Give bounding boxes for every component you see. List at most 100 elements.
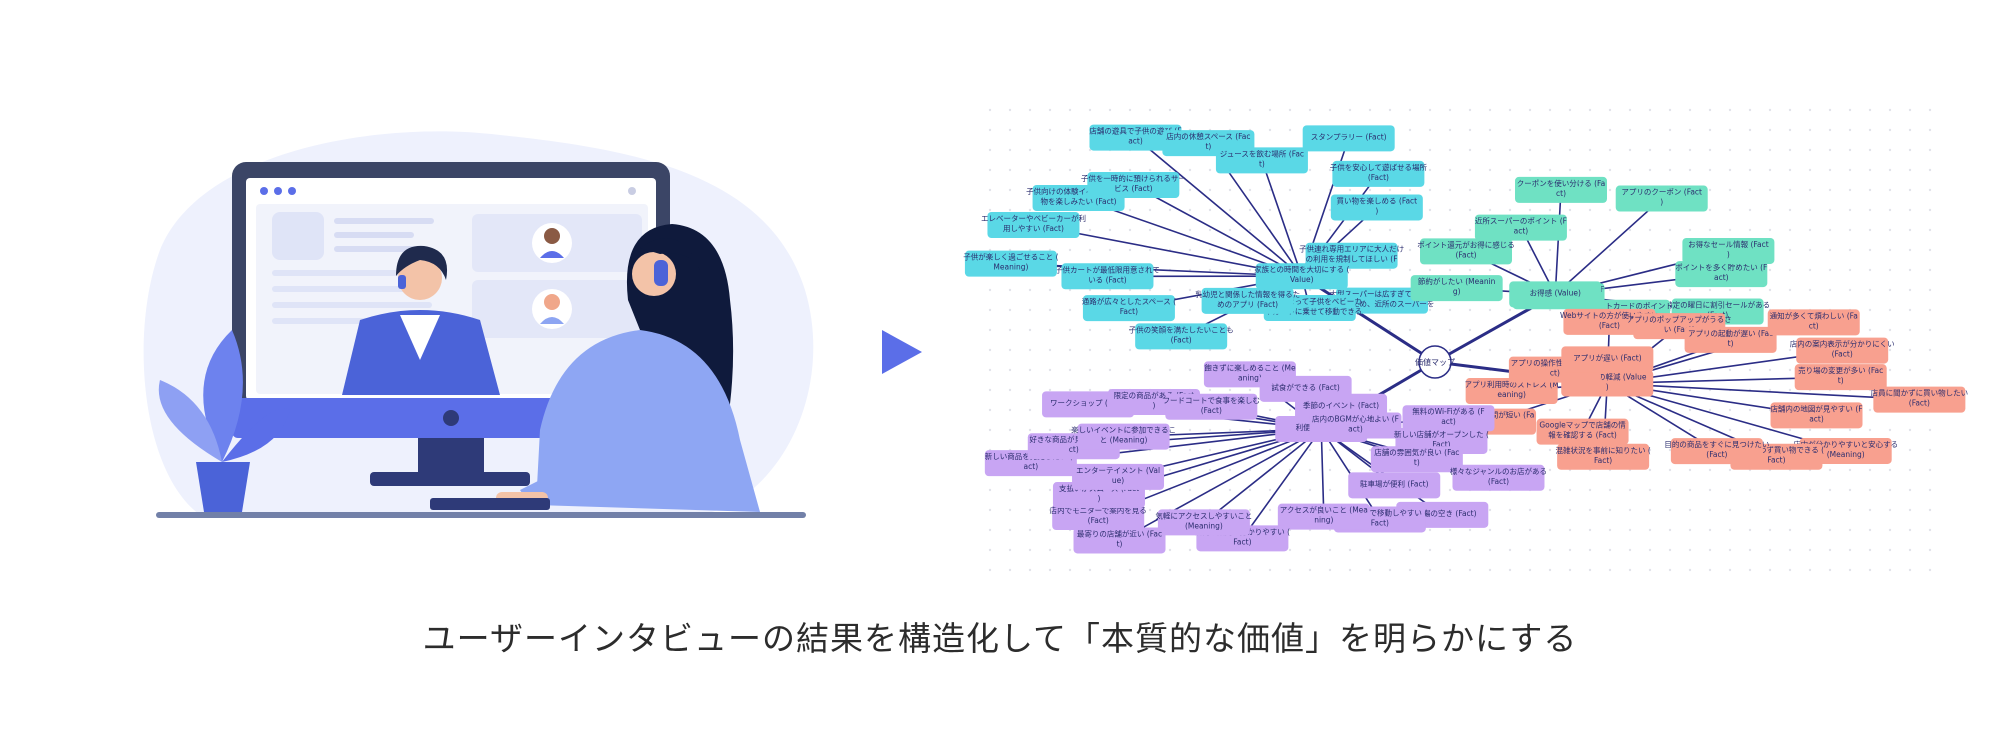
window-dot-icon bbox=[288, 187, 296, 195]
map-node[interactable]: ポイント還元がお得に感じる (Fact) bbox=[1417, 238, 1515, 264]
map-node[interactable]: 節約がしたい (Meaning) bbox=[1411, 275, 1503, 301]
map-node-label: 家族との時間を大切にする ( bbox=[1254, 264, 1349, 274]
map-node[interactable]: アクセスが良いこと (Meaning) bbox=[1278, 504, 1370, 530]
map-node[interactable]: ジュースを飲む場所 (Fact) bbox=[1216, 147, 1308, 173]
map-node[interactable]: 子供の笑顔を満たしたいことも (Fact) bbox=[1129, 323, 1234, 349]
map-node-label: 飽きずに楽しめること (Me bbox=[1204, 362, 1296, 372]
map-node-label: ct) bbox=[1550, 369, 1560, 378]
map-node-label: g) bbox=[1453, 287, 1461, 296]
map-node[interactable]: エンターテイメント (Value) bbox=[1072, 464, 1164, 490]
arrow-right-icon bbox=[882, 330, 922, 374]
map-node[interactable]: 混雑状況を事前に知りたい (Fact) bbox=[1555, 444, 1650, 470]
map-node[interactable]: 店内のBGMが心地よい (Fact) bbox=[1309, 413, 1401, 439]
map-node-label: 子供を一時的に預けられるサー bbox=[1081, 173, 1186, 183]
map-node-label: アプリの起動が遅い (Fac bbox=[1688, 328, 1773, 338]
map-node-label: 無料のWi-Fiがある (F bbox=[1412, 406, 1485, 416]
map-center-label: 価値マップ bbox=[1415, 357, 1455, 367]
map-node[interactable]: 通知が多くて煩わしい (Fact) bbox=[1768, 309, 1860, 335]
map-node-label: エンターテイメント (Val bbox=[1076, 466, 1160, 475]
map-node[interactable]: 家族との時間を大切にする (Value) bbox=[1254, 263, 1349, 289]
map-node[interactable]: 駐車場が便利 (Fact) bbox=[1348, 472, 1440, 498]
map-node[interactable]: 子供を安心して遊ばせる場所 (Fact) bbox=[1330, 161, 1428, 187]
map-node-label: クーポンを使い分ける (Fa bbox=[1517, 178, 1606, 188]
map-node-label: アクセスが良いこと (Mea bbox=[1280, 505, 1368, 515]
map-node-label: Fact) bbox=[1594, 456, 1612, 465]
map-node[interactable]: 店員に聞かずに買い物したい (Fact) bbox=[1871, 387, 1969, 413]
map-node-label: (Fact) bbox=[1455, 250, 1476, 259]
map-node-label: ) bbox=[1606, 382, 1609, 391]
map-node-label: 店舗内の地図が見やすい (F bbox=[1770, 403, 1862, 413]
map-node-label: t) bbox=[1117, 539, 1123, 548]
map-node-label: 店内の案内表示が分かりにくい bbox=[1790, 339, 1895, 349]
map-node[interactable]: 店内の案内表示が分かりにくい (Fact) bbox=[1790, 338, 1895, 364]
map-node-label: ) bbox=[1375, 206, 1378, 215]
map-node-label: 季節のイベント (Fact) bbox=[1303, 400, 1379, 410]
map-node-label: 売り場の変更が多い (Fac bbox=[1798, 365, 1883, 375]
map-node-label: ビス (Fact) bbox=[1114, 184, 1153, 193]
map-node-label: ) bbox=[1727, 250, 1730, 259]
map-node-label: aning) bbox=[1238, 373, 1262, 382]
map-node-label: ning) bbox=[1314, 516, 1333, 525]
map-node-label: ポイント還元がお得に感じる bbox=[1417, 239, 1515, 249]
map-node[interactable]: アプリのクーポン (Fact) bbox=[1616, 186, 1708, 212]
map-node[interactable]: 気軽にアクセスしやすいこと (Meaning) bbox=[1155, 509, 1252, 535]
map-node[interactable]: クーポンを使い分ける (Fact) bbox=[1515, 177, 1607, 203]
map-node-label: 節約がしたい (Meanin bbox=[1418, 276, 1496, 286]
map-node[interactable]: 無料のWi-Fiがある (Fact) bbox=[1402, 405, 1494, 431]
map-node-label: アプリのクーポン (Fact bbox=[1621, 188, 1702, 197]
map-node-label: 特定の曜日に割引セールがある bbox=[1665, 300, 1770, 310]
map-node-label: t) bbox=[1728, 339, 1734, 348]
map-node[interactable]: フードコートで食事を楽しむ (Fact) bbox=[1163, 394, 1261, 420]
map-node-label: 近所スーパーのポイント (F bbox=[1475, 216, 1567, 226]
map-node-label: (Meaning) bbox=[1827, 450, 1865, 459]
map-node-label: (Fact) bbox=[1599, 321, 1620, 330]
map-node[interactable]: 買い物を楽しめる (Fact) bbox=[1331, 194, 1423, 220]
map-node-label: 店内のBGMが心地よい (F bbox=[1312, 414, 1399, 424]
map-node-label: (Fact) bbox=[1171, 335, 1192, 344]
map-node-label: act) bbox=[1441, 417, 1456, 426]
map-node[interactable]: 店舗内の地図が見やすい (Fact) bbox=[1770, 402, 1862, 428]
map-node[interactable]: ポイントを多く貯めたい (Fact) bbox=[1675, 261, 1767, 287]
video-call-illustration bbox=[144, 131, 814, 518]
map-node-label: 店員に聞かずに買い物したい bbox=[1871, 388, 1969, 398]
map-node[interactable]: 目的の商品をすぐに見つけたい (Fact) bbox=[1664, 438, 1769, 464]
map-node-label: (Fact) bbox=[1368, 173, 1389, 182]
map-node-label: t) bbox=[1205, 142, 1211, 151]
map-node-label: act) bbox=[1024, 462, 1039, 471]
window-dot-icon bbox=[628, 187, 636, 195]
map-node-label: act) bbox=[1714, 273, 1729, 282]
map-node-label: Fact) bbox=[1120, 307, 1138, 316]
map-node[interactable]: お得感 (Value) bbox=[1509, 281, 1601, 307]
map-node[interactable]: アプリが遅い (Fact) bbox=[1561, 346, 1653, 372]
map-node-label: ) bbox=[1153, 401, 1156, 410]
map-node[interactable]: 子供が楽しく過ごせること (Meaning) bbox=[963, 251, 1058, 277]
map-node-label: お得なセール情報 (Fact bbox=[1688, 239, 1769, 249]
map-node-label: 子供連れ専用エリアに大人だけ bbox=[1299, 244, 1404, 254]
map-node[interactable]: スタンプラリー (Fact) bbox=[1303, 125, 1395, 151]
map-node-label: ct) bbox=[1556, 189, 1566, 198]
map-node[interactable]: アプリの起動が遅い (Fact) bbox=[1685, 327, 1777, 353]
map-node-label: 楽しいイベントに参加できるこ bbox=[1071, 425, 1176, 435]
map-node[interactable]: 様々なジャンルのお店がある (Fact) bbox=[1450, 465, 1547, 491]
map-node-label: Meaning) bbox=[993, 263, 1028, 272]
map-node[interactable]: 通路が広々としたスペース (Fact) bbox=[1082, 295, 1176, 321]
map-node[interactable]: 売り場の変更が多い (Fact) bbox=[1795, 364, 1887, 390]
map-node-label: 通路が広々としたスペース ( bbox=[1082, 296, 1176, 306]
map-node-label: 様々なジャンルのお店がある bbox=[1450, 466, 1547, 476]
map-node-label: act) bbox=[1348, 425, 1363, 434]
map-node[interactable]: お得なセール情報 (Fact) bbox=[1682, 238, 1774, 264]
map-node-label: Fact) bbox=[1371, 518, 1389, 527]
map-node-label: Value) bbox=[1290, 275, 1314, 284]
map-node-label: 用しやすい (Fact) bbox=[1003, 224, 1064, 233]
map-node-label: act) bbox=[1809, 414, 1824, 423]
map-node[interactable]: 近所スーパーのポイント (Fact) bbox=[1475, 215, 1567, 241]
headset-icon bbox=[654, 260, 668, 286]
map-node[interactable]: 最寄りの店舗が近い (Fact) bbox=[1074, 527, 1166, 553]
